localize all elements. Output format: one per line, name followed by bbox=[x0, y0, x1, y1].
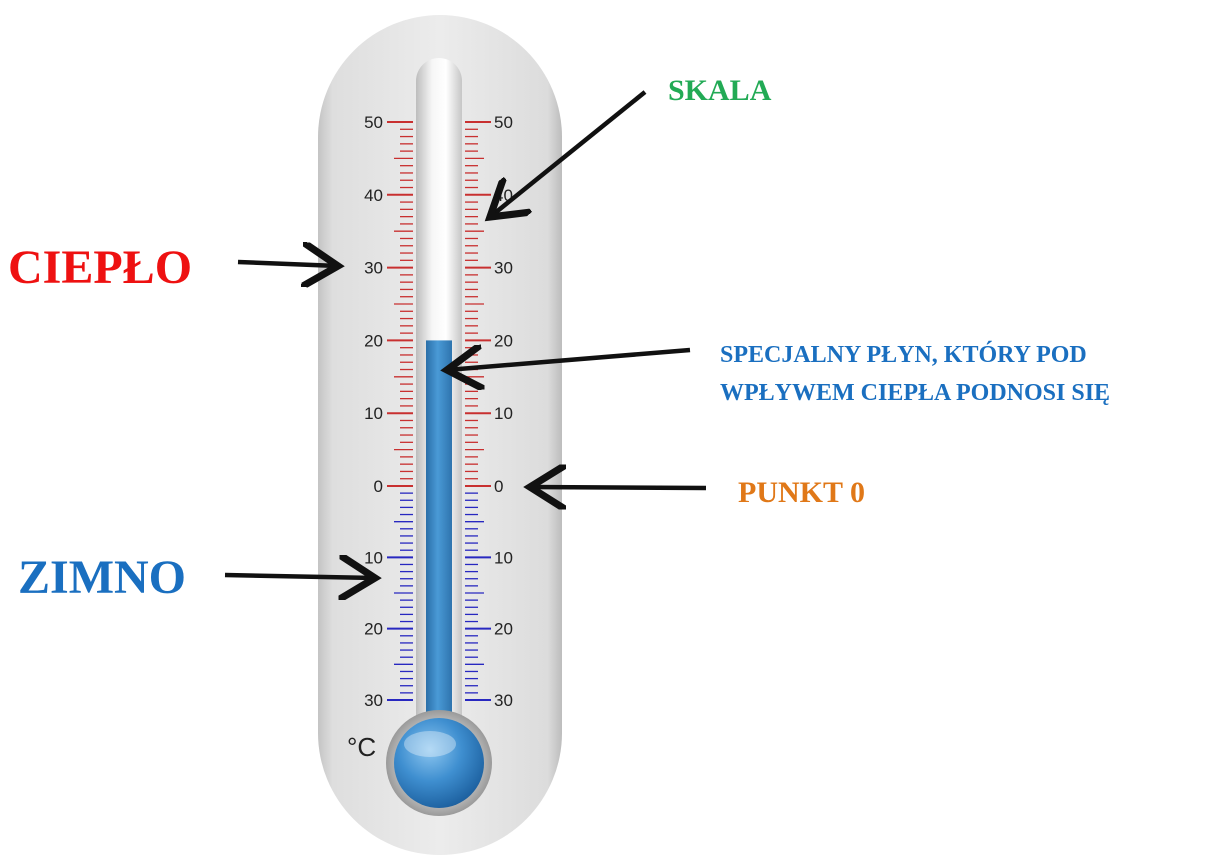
label-fluid-line2: WPŁYWEM CIEPŁA PODNOSI SIĘ bbox=[720, 380, 1110, 406]
arrow-scale bbox=[490, 90, 647, 217]
scale-numbers-left: 50 40 30 20 10 0 10 20 30 bbox=[364, 113, 383, 710]
fluid-column bbox=[426, 340, 452, 730]
scale-label: 30 bbox=[494, 259, 513, 278]
label-cold: ZIMNO bbox=[18, 551, 186, 604]
scale-label: 30 bbox=[364, 691, 383, 710]
scale-label: 40 bbox=[364, 186, 383, 205]
bulb-highlight bbox=[404, 731, 456, 757]
scale-label: 0 bbox=[494, 477, 503, 496]
arrow-warm bbox=[237, 262, 338, 266]
scale-label: 10 bbox=[494, 548, 513, 567]
scale-label: 50 bbox=[494, 113, 513, 132]
scale-label: 20 bbox=[364, 620, 383, 639]
scale-label: 20 bbox=[494, 331, 513, 350]
label-warm: CIEPŁO bbox=[8, 241, 192, 294]
celsius-unit: °C bbox=[347, 732, 376, 762]
scale-label: 20 bbox=[494, 620, 513, 639]
label-fluid-line1: SPECJALNY PŁYN, KTÓRY POD bbox=[720, 341, 1087, 368]
arrow-cold bbox=[224, 575, 375, 578]
scale-label: 10 bbox=[364, 404, 383, 423]
scale-label: 50 bbox=[364, 113, 383, 132]
label-scale: SKALA bbox=[668, 74, 772, 107]
scale-label: 30 bbox=[494, 691, 513, 710]
label-zero-point: PUNKT 0 bbox=[738, 476, 865, 509]
fluid-bulb bbox=[394, 718, 484, 808]
scale-label: 10 bbox=[494, 404, 513, 423]
arrow-zero bbox=[530, 487, 707, 488]
scale-label: 30 bbox=[364, 259, 383, 278]
scale-label: 0 bbox=[374, 477, 383, 496]
scale-label: 10 bbox=[364, 548, 383, 567]
arrow-fluid bbox=[447, 350, 691, 370]
scale-ticks bbox=[387, 121, 491, 701]
scale-label: 20 bbox=[364, 331, 383, 350]
